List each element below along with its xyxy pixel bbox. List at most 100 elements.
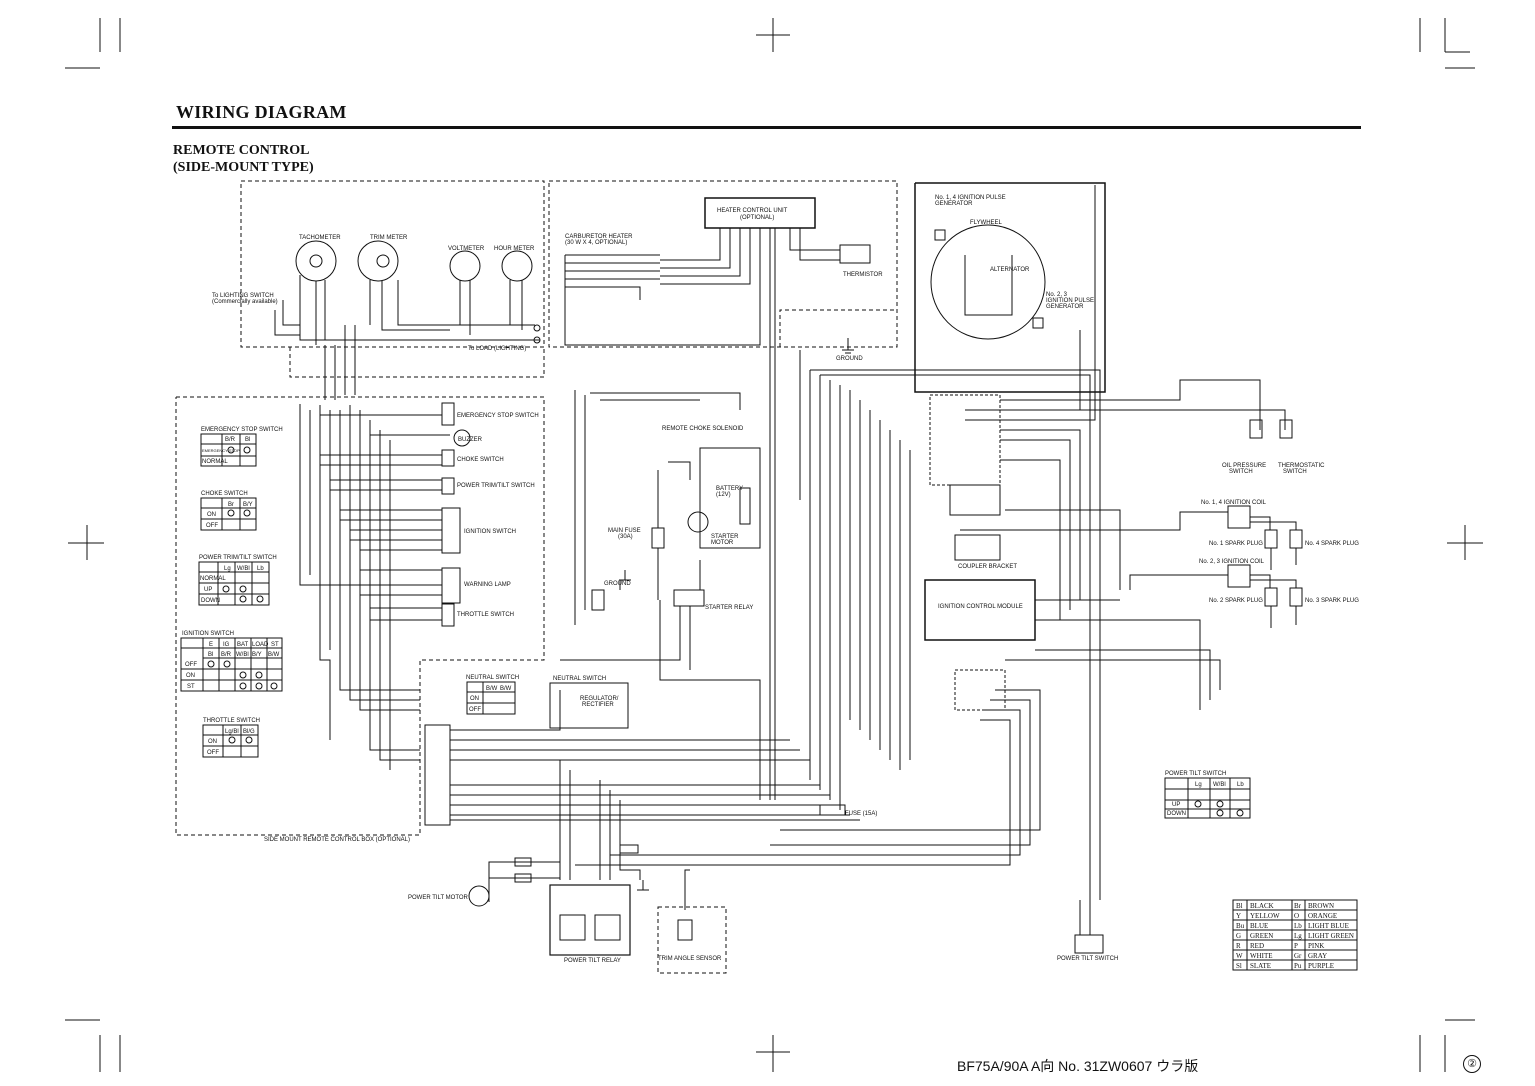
ignition-subcol-2: B/R bbox=[221, 652, 232, 658]
legend-name: LIGHT BLUE bbox=[1308, 922, 1349, 930]
legend-name: ORANGE bbox=[1308, 912, 1337, 920]
choke-switch-label: CHOKE SWITCH bbox=[457, 457, 504, 463]
legend-code: P bbox=[1294, 942, 1298, 950]
flywheel-label: FLYWHEEL bbox=[970, 220, 1003, 226]
legend-name: PURPLE bbox=[1308, 962, 1334, 970]
battery-voltage: (12V) bbox=[716, 492, 731, 498]
emergency-stop-label: EMERGENCY STOP SWITCH bbox=[457, 413, 539, 419]
legend-code: Br bbox=[1294, 902, 1302, 910]
pulse-gen-23-label2: IGNITION PULSE bbox=[1046, 298, 1094, 304]
emergency-table-title: EMERGENCY STOP SWITCH bbox=[201, 427, 283, 433]
ignition-row-3: ST bbox=[187, 684, 195, 690]
trimtilt-row-2: UP bbox=[204, 587, 212, 593]
choke-col-1: Br bbox=[228, 502, 234, 508]
gauge-wiring bbox=[274, 275, 541, 400]
page-number: ② bbox=[1463, 1055, 1481, 1073]
ignition-col-4: LOAD bbox=[252, 642, 269, 648]
legend-name: GREEN bbox=[1250, 932, 1273, 940]
throttle-col-1: Lg/Bl bbox=[225, 729, 239, 735]
spark-plug-3-label: No. 3 SPARK PLUG bbox=[1305, 598, 1359, 604]
color-legend-grid bbox=[1232, 899, 1358, 971]
power-tilt-motor-relay bbox=[468, 857, 1104, 956]
icm-label: IGNITION CONTROL MODULE bbox=[938, 604, 1023, 610]
ign-coil-23-label: No. 2, 3 IGNITION COIL bbox=[1199, 559, 1265, 565]
pulse-gen-23-label: No. 2, 3 bbox=[1046, 292, 1068, 298]
legend-name: BLUE bbox=[1250, 922, 1268, 930]
battery-label: BATTERY bbox=[716, 486, 743, 492]
powertilt-col-1: Lg bbox=[1195, 782, 1202, 788]
emergency-col-2: Bl bbox=[245, 437, 250, 443]
pulse-gen-23-label3: GENERATOR bbox=[1046, 304, 1084, 310]
starter-motor-label: STARTER bbox=[711, 534, 739, 540]
powertilt-row-1: UP bbox=[1172, 802, 1180, 808]
power-tilt-relay-label: POWER TILT RELAY bbox=[564, 958, 621, 964]
legend-code: G bbox=[1236, 932, 1241, 940]
emergency-col-1: B/R bbox=[225, 437, 236, 443]
trimtilt-row-3: DOWN bbox=[201, 598, 220, 604]
carb-heater-label: CARBURETOR HEATER bbox=[565, 234, 633, 240]
ignition-col-1: E bbox=[209, 642, 213, 648]
legend-code: Lb bbox=[1294, 922, 1302, 930]
legend-code: W bbox=[1236, 952, 1243, 960]
color-legend: Bl BLACK Br BROWN Y YELLOW O ORANGE Bu B… bbox=[1236, 902, 1354, 970]
ground-label: GROUND bbox=[836, 356, 863, 362]
legend-code: Pu bbox=[1294, 962, 1302, 970]
legend-name: BLACK bbox=[1250, 902, 1274, 910]
buzzer-label: BUZZER bbox=[458, 437, 483, 443]
control-box-internals bbox=[299, 402, 471, 770]
neutral-switch-label: NEUTRAL SWITCH bbox=[553, 676, 606, 682]
trim-angle-sensor-label: TRIM ANGLE SENSOR bbox=[658, 956, 722, 962]
ignition-col-2: IG bbox=[223, 642, 230, 648]
power-trim-tilt-label: POWER TRIM/TILT SWITCH bbox=[457, 483, 535, 489]
neutral-col-2: B/W bbox=[500, 686, 512, 692]
spark-plug-1-label: No. 1 SPARK PLUG bbox=[1209, 541, 1263, 547]
legend-name: GRAY bbox=[1308, 952, 1327, 960]
legend-name: LIGHT GREEN bbox=[1308, 932, 1354, 940]
ignition-switch-label: IGNITION SWITCH bbox=[464, 529, 516, 535]
throttle-col-2: Bl/G bbox=[243, 729, 255, 735]
ground2-label: GROUND bbox=[604, 581, 631, 587]
legend-name: BROWN bbox=[1308, 902, 1334, 910]
ignition-coils bbox=[960, 419, 1303, 628]
fuse-15a-label: FUSE (15A) bbox=[845, 811, 877, 817]
ignition-subcol-4: B/Y bbox=[252, 652, 262, 658]
remote-choke-label: REMOTE CHOKE SOLENOID bbox=[662, 426, 744, 432]
ignition-subcol-5: B/W bbox=[268, 652, 280, 658]
subtitle-side-mount: (SIDE-MOUNT TYPE) bbox=[173, 160, 314, 175]
page-title: WIRING DIAGRAM bbox=[176, 102, 347, 122]
legend-code: Lg bbox=[1294, 932, 1302, 940]
warning-lamp-label: WARNING LAMP bbox=[464, 582, 511, 588]
engine-harness bbox=[575, 350, 1286, 905]
battery-starter bbox=[560, 390, 761, 800]
pulse-gen-14-label: No. 1, 4 IGNITION PULSE bbox=[935, 195, 1006, 201]
coupler-bracket-label: COUPLER BRACKET bbox=[958, 564, 1017, 570]
neutral-row-1: ON bbox=[470, 696, 479, 702]
choke-table-title: CHOKE SWITCH bbox=[201, 491, 248, 497]
heater-unit-label: HEATER CONTROL UNIT bbox=[717, 208, 788, 214]
ground-symbols bbox=[619, 338, 854, 891]
trimtilt-table-title: POWER TRIM/TILT SWITCH bbox=[199, 555, 277, 561]
throttle-switch-label: THROTTLE SWITCH bbox=[457, 612, 514, 618]
regulator-label: REGULATOR/ bbox=[580, 696, 619, 702]
throttle-row-1: ON bbox=[208, 739, 217, 745]
legend-code: O bbox=[1294, 912, 1299, 920]
ignition-row-2: ON bbox=[186, 673, 195, 679]
legend-name: PINK bbox=[1308, 942, 1324, 950]
legend-name: WHITE bbox=[1250, 952, 1273, 960]
subtitle-remote-control: REMOTE CONTROL bbox=[173, 143, 310, 158]
oil-pressure-label: OIL PRESSURE bbox=[1222, 463, 1266, 469]
legend-code: Bu bbox=[1236, 922, 1245, 930]
choke-row-1: ON bbox=[207, 512, 216, 518]
choke-row-2: OFF bbox=[206, 523, 218, 529]
legend-name: YELLOW bbox=[1250, 912, 1280, 920]
spark-plug-4-label: No. 4 SPARK PLUG bbox=[1305, 541, 1359, 547]
thermostatic-label2: SWITCH bbox=[1283, 469, 1307, 475]
trimtilt-col-3: Lb bbox=[257, 566, 264, 572]
power-tilt-switch-label: POWER TILT SWITCH bbox=[1057, 956, 1118, 962]
starter-relay-label: STARTER RELAY bbox=[705, 605, 753, 611]
tachometer-label: TACHOMETER bbox=[299, 235, 341, 241]
voltmeter-label: VOLTMETER bbox=[448, 246, 485, 252]
emergency-row-1: EMERGENCY STOP bbox=[202, 448, 240, 453]
dashed-enclosures bbox=[175, 180, 898, 974]
side-mount-box-label: SIDE MOUNT REMOTE CONTROL BOX (OPTIONAL) bbox=[264, 837, 410, 843]
